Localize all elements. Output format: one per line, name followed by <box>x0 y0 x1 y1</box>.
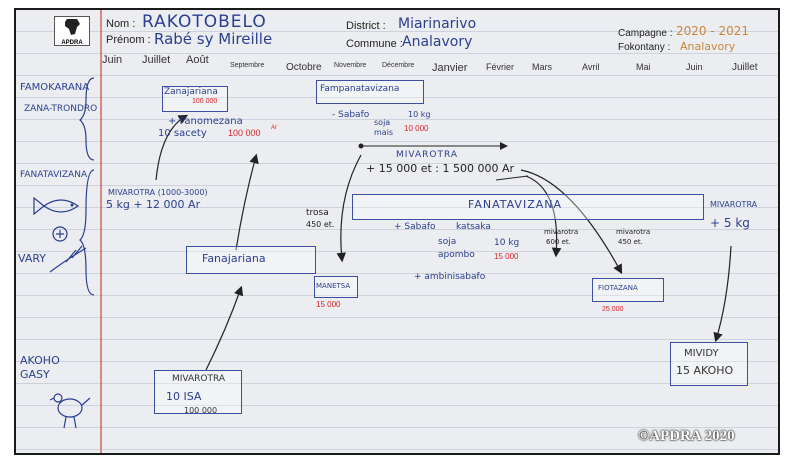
month-label: Mai <box>636 62 651 72</box>
nom-value: RAKOTOBELO <box>142 12 267 32</box>
fokontany-value: Analavory <box>680 40 736 53</box>
mivarotra-akoho-line2: 10 ISA <box>166 390 202 403</box>
soja-apombo-label: soja apombo <box>438 237 475 260</box>
row-label-akoho-gasy: AKOHO GASY <box>20 354 60 381</box>
month-label: Avril <box>582 62 600 72</box>
trosa-label: trosa <box>306 208 329 218</box>
apdra-logo: APDRA <box>54 16 90 46</box>
mivarotra-akoho-box <box>154 370 242 414</box>
sabafo-label: - Sabafo <box>332 110 370 120</box>
mivarotra-right-label: MIVAROTRA <box>710 200 758 209</box>
month-label: Décembre <box>382 62 415 69</box>
chicken-icon <box>49 393 91 429</box>
fanomezana-price: 100 000 <box>228 128 261 138</box>
soja-mais-qty: 10 kg <box>408 110 431 119</box>
mividy-box <box>670 342 748 386</box>
month-label: Mars <box>532 62 552 72</box>
district-value: Miarinarivo <box>398 16 477 32</box>
rice-plant-icon <box>49 245 87 273</box>
campagne-label: Campagne : <box>618 28 673 39</box>
zanajariana-label: Zanajariana <box>164 87 218 97</box>
fampanatavizana-label: Fampanatavizana <box>320 84 400 94</box>
katsaka-price: 15 000 <box>494 252 519 261</box>
zanajariana-box <box>162 86 228 112</box>
photo-frame: APDRA Nom : RAKOTOBELO Prénom : Rabé sy … <box>14 8 780 455</box>
prenom-value: Rabé sy Mireille <box>154 30 273 48</box>
manetsa-box <box>314 276 358 298</box>
row-label-fanatavizana: FANATAVIZANA <box>20 170 88 180</box>
row-label-zana-trondro: ZANA-TRONDRO <box>24 104 98 114</box>
mivarotra-mid-label: mivarotra <box>544 228 579 236</box>
prenom-label: Prénom : <box>106 34 151 46</box>
manetsa-label: MANETSA <box>316 282 351 290</box>
sabafo-bar-label: + Sabafo <box>394 222 436 232</box>
mivarotra-main-label: MIVAROTRA <box>396 150 459 160</box>
fanajariana-box <box>186 246 316 274</box>
month-label: Juillet <box>142 54 171 66</box>
fanomezana-ariary: Ar <box>271 125 277 131</box>
commune-value: Analavory <box>402 34 473 50</box>
fanatavizana-bar <box>352 194 704 220</box>
fish-icon <box>33 196 80 216</box>
trosa-qty: 450 et. <box>306 220 335 229</box>
mivarotra-akoho-label: MIVAROTRA <box>172 374 226 384</box>
campagne-value: 2020 - 2021 <box>676 24 750 38</box>
fiotazana-price: 25 000 <box>602 306 624 313</box>
africa-map-icon <box>65 19 80 35</box>
manetsa-price: 15 000 <box>316 300 341 309</box>
soja-mais-label: soja mais <box>374 118 394 137</box>
soja-mais-price: 10 000 <box>404 124 429 133</box>
fanatavizana-bar-label: FANATAVIZANA <box>468 198 563 211</box>
mivarotra-left-line1: MIVAROTRA (1000-3000) <box>108 188 208 197</box>
paper-sheet: APDRA Nom : RAKOTOBELO Prénom : Rabé sy … <box>16 10 778 453</box>
month-label: Novembre <box>334 62 367 69</box>
nom-label: Nom : <box>106 18 136 30</box>
month-label: Août <box>186 54 209 66</box>
mivarotra-mid2-label: mivarotra <box>616 228 651 236</box>
month-label: Octobre <box>286 62 322 73</box>
month-label: Janvier <box>432 62 468 74</box>
plus-circle-icon <box>52 226 68 242</box>
commune-label: Commune : <box>346 38 403 50</box>
fanomezana-line2: 10 sacety <box>158 128 207 139</box>
district-label: District : <box>346 20 386 32</box>
fanajariana-label: Fanajariana <box>202 252 266 265</box>
month-label: Juillet <box>732 62 758 73</box>
row-label-famokarana: FAMOKARANA <box>20 82 90 93</box>
copyright-watermark: ©APDRA 2020 <box>638 428 735 444</box>
katsaka-label: katsaka <box>456 222 491 232</box>
fiotazana-box <box>592 278 664 302</box>
margin-line <box>100 10 102 453</box>
month-label: Juin <box>686 62 703 72</box>
fanomezana-line1: + Fanomezana <box>168 116 243 127</box>
fampanatavizana-box <box>316 80 424 104</box>
sketch-layer <box>33 77 732 429</box>
mividy-line2: 15 AKOHO <box>676 364 734 377</box>
mivarotra-right-value: + 5 kg <box>710 216 750 230</box>
zanajariana-price: 100 000 <box>192 98 218 105</box>
row-label-vary: VARY <box>18 252 47 265</box>
katsaka-qty: 10 kg <box>494 238 520 248</box>
month-label: Février <box>486 62 515 72</box>
mivarotra-main-value: + 15 000 et : 1 500 000 Ar <box>366 162 515 175</box>
mividy-line1: MIVIDY <box>684 348 719 359</box>
fokontany-label: Fokontany : <box>618 42 671 53</box>
fiotazana-label: FIOTAZANA <box>598 284 638 292</box>
mivarotra-mid2-qty: 450 et. <box>618 238 643 246</box>
mivarotra-left-line2: 5 kg + 12 000 Ar <box>106 198 201 211</box>
logo-text: APDRA <box>61 40 83 46</box>
mivarotra-akoho-price: 100 000 <box>184 406 218 415</box>
month-label: Juin <box>102 54 123 66</box>
ambinisabafo-label: + ambinisabafo <box>414 272 486 282</box>
month-label: Septembre <box>230 62 265 69</box>
mivarotra-mid-qty: 600 et. <box>546 238 571 246</box>
